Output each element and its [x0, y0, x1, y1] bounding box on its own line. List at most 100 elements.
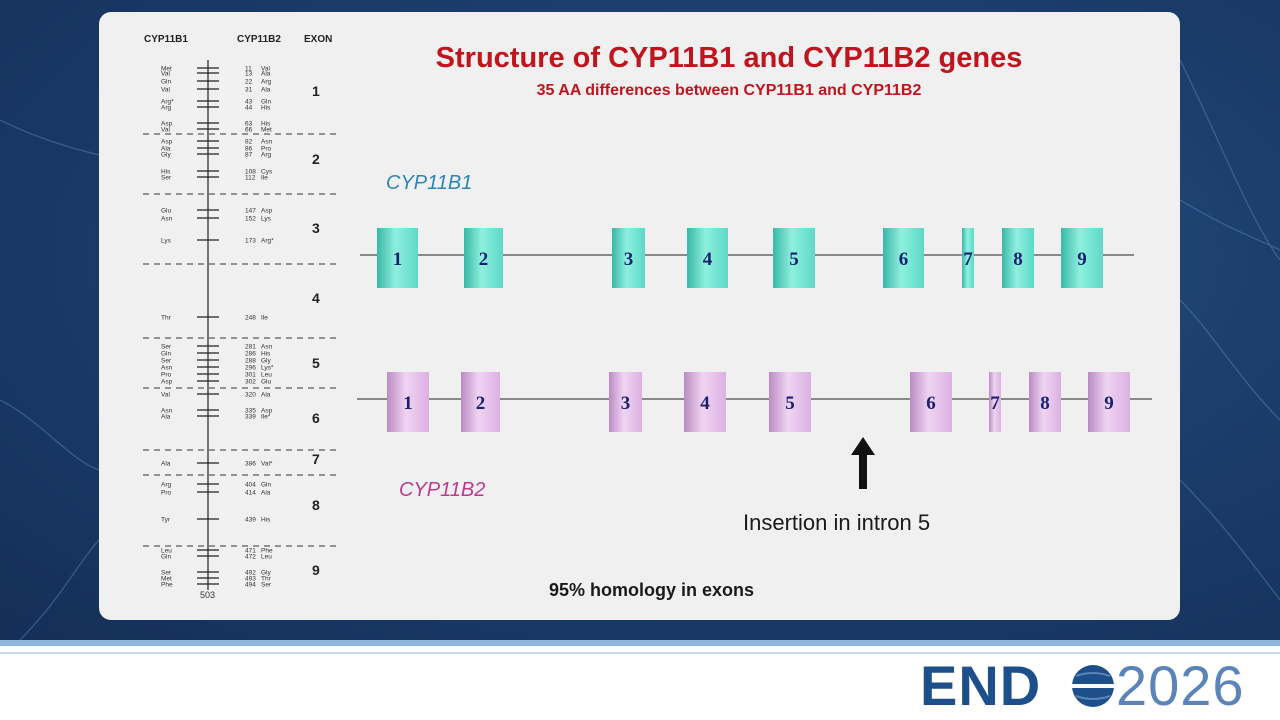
b1-residue: Val [161, 87, 170, 94]
b1-residue: Val [161, 127, 170, 134]
gene-label-cyp11b1: CYP11B1 [386, 172, 473, 194]
slide-title: Structure of CYP11B1 and CYP11B2 genes [435, 42, 1023, 74]
b1-residue: Ser [161, 358, 172, 365]
b2-residue: Gly [261, 358, 272, 365]
cyp11b2-exon-label: 5 [785, 393, 795, 414]
b1-residue: Tyr [161, 517, 171, 524]
b1-residue: Gln [161, 79, 172, 86]
b2-residue: Asp [261, 408, 273, 415]
cyp11b1-exon-label: 7 [963, 249, 973, 270]
b1-residue: Ser [161, 344, 172, 351]
b1-residue: Arg [161, 482, 172, 489]
cyp11b2-exon-box [461, 372, 500, 432]
b1-residue: Glu [161, 208, 172, 215]
b2-residue: Leu [261, 372, 272, 379]
b2-residue: His [261, 517, 271, 524]
cyp11b2-exon-box [769, 372, 811, 432]
b1-residue: Pro [161, 490, 172, 497]
residue-position: 404 [245, 482, 256, 489]
b2-residue: Gly [261, 570, 272, 577]
cyp11b1-exon-label: 1 [393, 249, 403, 270]
cyp11b1-exon-box [773, 228, 815, 288]
b1-residue: Ala [161, 461, 171, 468]
b2-residue: Arg* [261, 238, 274, 245]
b1-residue: Leu [161, 548, 172, 555]
residue-position: 472 [245, 554, 256, 561]
cyp11b2-exon-box [684, 372, 726, 432]
b1-residue: Val [161, 71, 170, 78]
residue-position: 63 [245, 121, 253, 128]
residue-position: 281 [245, 344, 256, 351]
globe-icon [1072, 665, 1114, 707]
table-header: CYP11B2 [237, 34, 281, 45]
residue-position: 471 [245, 548, 256, 555]
cyp11b2-exon-label: 6 [926, 393, 936, 414]
cyp11b2-exon-box [1029, 372, 1061, 432]
footer-stripe-light [0, 652, 1280, 654]
b1-residue: Arg* [161, 99, 174, 106]
table-exon-number: 9 [312, 562, 320, 578]
table-exon-number: 2 [312, 151, 320, 167]
gene-label-cyp11b2: CYP11B2 [399, 479, 486, 501]
cyp11b2-exon-label: 7 [990, 393, 1000, 414]
b1-residue: Asp [161, 139, 173, 146]
residue-position: 339 [245, 414, 256, 421]
table-exon-number: 4 [312, 290, 320, 306]
table-exon-number: 7 [312, 451, 320, 467]
table-header: EXON [304, 34, 332, 45]
b1-residue: Gln [161, 351, 172, 358]
b2-residue: Val* [261, 461, 273, 468]
cyp11b1-exon-label: 3 [624, 249, 634, 270]
cyp11b1-exon-box [687, 228, 728, 288]
b1-residue: Ser [161, 175, 172, 182]
table-exon-number: 3 [312, 220, 320, 236]
cyp11b2-exon-label: 1 [403, 393, 413, 414]
footer-stripe-blue [0, 640, 1280, 646]
cyp11b1-exon-box [612, 228, 645, 288]
residue-position: 112 [245, 175, 256, 182]
cyp11b2-exon-label: 3 [621, 393, 631, 414]
residue-position: 492 [245, 570, 256, 577]
b2-residue: Ile [261, 315, 268, 322]
logo-end-text: END [920, 654, 1042, 717]
cyp11b2-exon-label: 9 [1104, 393, 1114, 414]
b1-residue: Gln [161, 554, 172, 561]
residue-position: 87 [245, 152, 253, 159]
b1-residue: Gly [161, 152, 172, 159]
b1-residue: Asn [161, 216, 173, 223]
slide-subtitle: 35 AA differences between CYP11B1 and CY… [536, 82, 922, 99]
table-end-label: 503 [200, 590, 215, 600]
cyp11b2-exon-box [910, 372, 952, 432]
logo-year-text: 2026 [1116, 654, 1245, 717]
cyp11b2-exon-label: 4 [700, 393, 710, 414]
table-header: CYP11B1 [144, 34, 188, 45]
b1-residue: Asp [161, 121, 173, 128]
cyp11b2-exon-box [989, 372, 1001, 432]
b1-residue: Ala [161, 146, 171, 153]
residue-position: 248 [245, 315, 256, 322]
residue-position: 22 [245, 79, 253, 86]
b2-residue: Leu [261, 554, 272, 561]
b1-residue: His [161, 169, 171, 176]
b2-residue: Lys [261, 216, 272, 223]
b2-residue: Glu [261, 379, 272, 386]
table-exon-number: 5 [312, 355, 320, 371]
b1-residue: Asn [161, 408, 173, 415]
b2-residue: His [261, 351, 271, 358]
cyp11b1-exon-label: 6 [899, 249, 909, 270]
b1-residue: Thr [161, 315, 172, 322]
residue-position: 335 [245, 408, 256, 415]
b1-residue: Arg [161, 105, 172, 112]
endo-logo: END 2026 [920, 656, 1270, 716]
b2-residue: Ala [261, 392, 271, 399]
b2-residue: Ser [261, 582, 272, 589]
residue-position: 43 [245, 99, 253, 106]
b2-residue: Lys* [261, 365, 274, 372]
b1-residue: Asp [161, 379, 173, 386]
b2-residue: Asn [261, 344, 273, 351]
residue-position: 66 [245, 127, 253, 134]
b2-residue: Ala [261, 87, 271, 94]
